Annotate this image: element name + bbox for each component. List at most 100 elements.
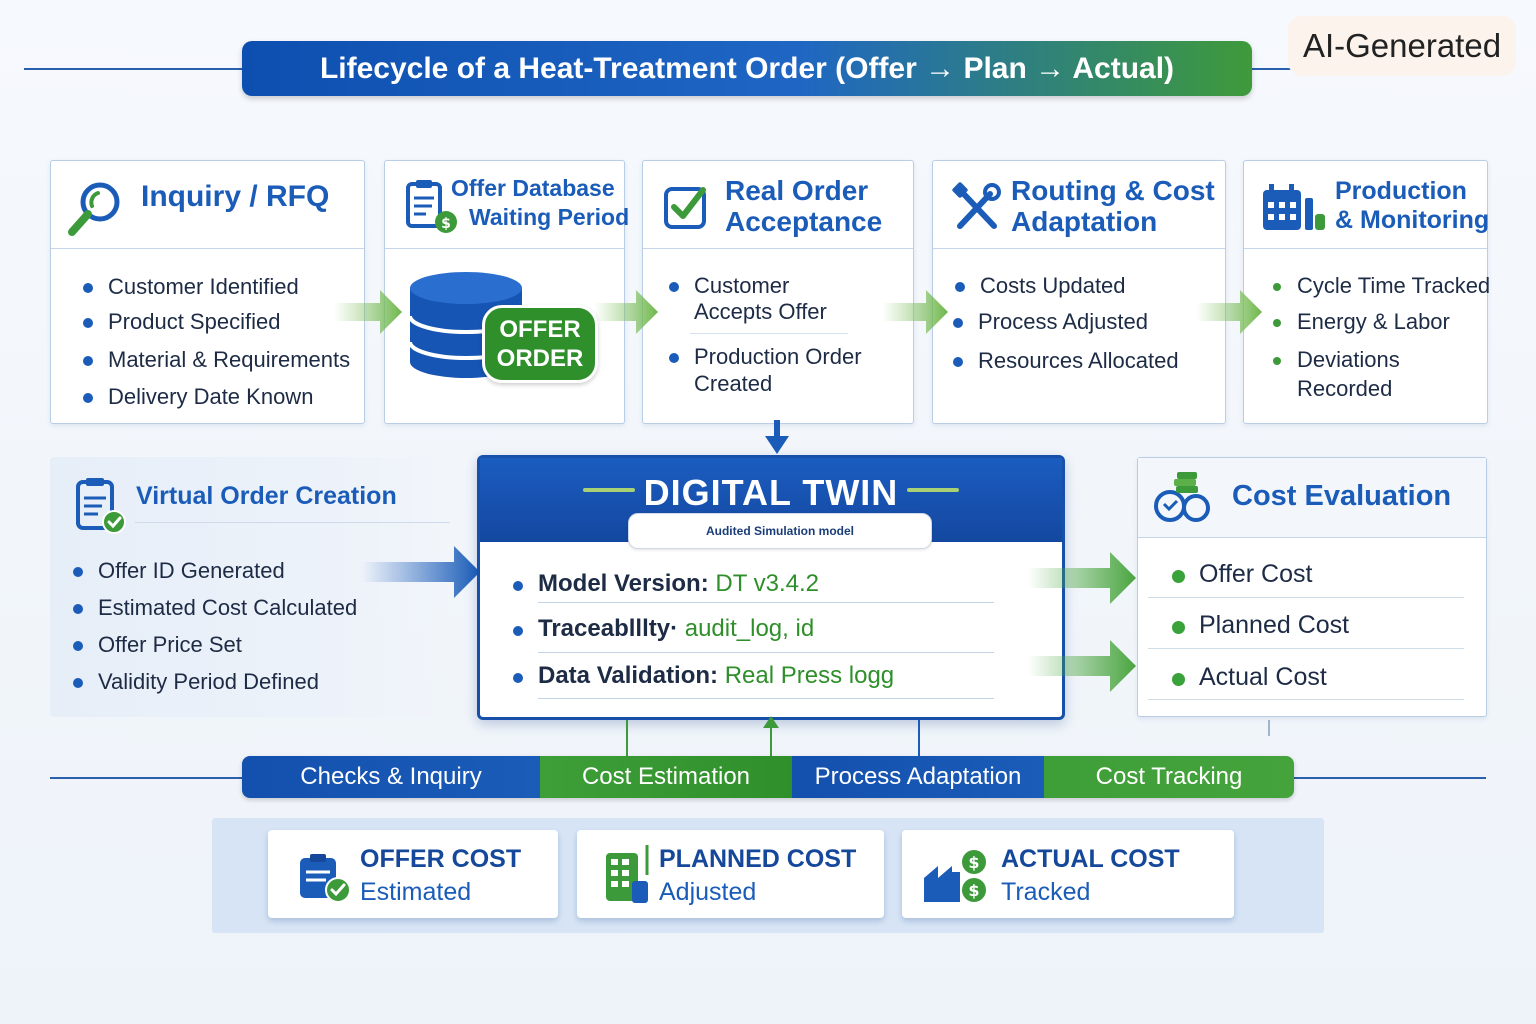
list-item: Offer ID Generated [73, 558, 285, 583]
coins-icon [1154, 472, 1210, 522]
connector-line [770, 720, 772, 756]
connector-line [626, 720, 628, 756]
flow-arrow-1 [334, 290, 402, 334]
list-item: Validity Period Defined [73, 669, 319, 694]
row-value: audit_log, id [684, 615, 815, 642]
page-title: Lifecycle of a Heat-Treatment Order (Off… [242, 41, 1252, 96]
phase-cost-estimation: Cost Estimation [540, 756, 792, 798]
step-title-line1: Real Order [725, 175, 869, 206]
step-title-line2: Acceptance [725, 206, 883, 237]
arrow-to-cost-eval-2 [1028, 640, 1136, 692]
twin-row-model-version: Model Version: DT v3.4.2 [513, 570, 819, 598]
list-item: Process Adjusted [953, 309, 1148, 334]
divider [690, 333, 848, 334]
tile-title: OFFER COST [360, 845, 522, 873]
list-item: Cycle Time Tracked [1272, 273, 1491, 298]
tile-title: ACTUAL COST [1001, 845, 1180, 873]
document-dollar-icon: $ [406, 180, 457, 233]
connector-line [918, 720, 920, 756]
step-title-line2: Adaptation [1011, 206, 1158, 237]
divider [538, 698, 994, 699]
phase-line-left [50, 777, 244, 779]
title-dash-left [583, 488, 635, 492]
divider [538, 602, 994, 603]
list-item: Offer Price Set [73, 632, 242, 657]
checkbox-icon [664, 187, 706, 229]
divider [1148, 648, 1464, 649]
divider [1148, 699, 1464, 700]
step-title-line2: & Monitoring [1335, 206, 1490, 234]
list-item: Planned Cost [1171, 611, 1350, 639]
list-item: Actual Cost [1172, 663, 1327, 691]
flow-arrow-2 [594, 290, 658, 334]
cost-evaluation-title: Cost Evaluation [1232, 480, 1452, 512]
title-line-left [24, 68, 244, 70]
list-item: Customer Identified [83, 274, 299, 299]
list-item-continued: Recorded [1297, 376, 1393, 401]
list-item: Material & Requirements [82, 347, 351, 372]
offer-order-label [482, 305, 598, 383]
factory-dollar-icon: $ $ [924, 850, 986, 902]
card-header [385, 161, 624, 249]
flow-arrow-4 [1196, 290, 1262, 334]
step-title-line1: Production [1335, 177, 1467, 205]
title-dash-right [907, 488, 959, 492]
row-key: Data Validation: [538, 662, 719, 689]
tile-subtitle: Adjusted [659, 878, 757, 906]
card-header [1244, 161, 1487, 249]
virtual-order-title: Virtual Order Creation [136, 482, 397, 510]
phase-bar: Checks & Inquiry Cost Estimation Process… [242, 756, 1294, 798]
list-item: Deviations [1273, 347, 1400, 372]
list-item: Production Order [669, 344, 862, 369]
calendar-icon [1263, 184, 1325, 230]
svg-text:$: $ [441, 216, 451, 232]
step-title: Inquiry / RFQ [141, 180, 330, 213]
card-header [51, 161, 364, 249]
arrow-to-cost-eval-1 [1028, 552, 1136, 604]
list-item: Costs Updated [955, 273, 1126, 298]
clipboard-check-icon [300, 854, 351, 903]
row-key: Model Version: [538, 570, 709, 597]
divider [1148, 597, 1464, 598]
title-line-right [1250, 68, 1296, 70]
connector-line [1268, 720, 1270, 736]
flow-arrow-3 [882, 290, 948, 334]
list-item-continued: Created [694, 371, 773, 396]
tile-subtitle: Tracked [1001, 878, 1091, 906]
arrow-to-digital-twin [362, 546, 480, 598]
list-item: Resources Allocated [953, 348, 1179, 373]
phase-cost-tracking: Cost Tracking [1044, 756, 1294, 798]
phase-checks-inquiry: Checks & Inquiry [242, 756, 540, 798]
offer-label-text: OFFER [499, 316, 581, 343]
row-key: Traceablllty· [538, 615, 679, 642]
step-title-line1: Routing & Cost [1011, 175, 1215, 206]
step-card-inquiry [50, 160, 365, 424]
down-arrow [765, 420, 789, 454]
list-item-continued: Accepts Offer [694, 299, 827, 324]
phase-process-adaptation: Process Adaptation [792, 756, 1044, 798]
card-header [933, 161, 1225, 249]
list-item: Product Specified [82, 309, 281, 334]
phase-line-right [1292, 777, 1486, 779]
magnifier-icon [68, 182, 120, 236]
list-item: Estimated Cost Calculated [72, 595, 358, 620]
tools-icon [952, 182, 1001, 229]
row-value: DT v3.4.2 [715, 570, 819, 597]
list-item: Delivery Date Known [82, 384, 314, 409]
ai-generated-badge: AI-Generated [1288, 16, 1516, 76]
tile-subtitle: Estimated [360, 878, 472, 906]
card-header [643, 161, 913, 249]
up-arrow-icon [763, 716, 779, 728]
svg-text:$: $ [968, 881, 979, 900]
calculator-icon [606, 845, 649, 903]
list-item: Energy & Labor [1273, 309, 1450, 334]
digital-twin-subtitle: Audited Simulation model [628, 513, 932, 549]
step-title-line1: Offer Database [451, 175, 615, 201]
twin-row-traceability: Traceablllty· audit_log, id [512, 615, 815, 643]
divider [135, 522, 450, 523]
step-title-line2: Waiting Period [469, 204, 630, 230]
clipboard-check-icon [76, 478, 126, 534]
step-card-real-order [642, 160, 914, 424]
digital-twin-panel: DIGITAL TWIN Audited Simulation model Mo… [477, 455, 1065, 720]
list-item: Offer Cost [1171, 560, 1313, 588]
